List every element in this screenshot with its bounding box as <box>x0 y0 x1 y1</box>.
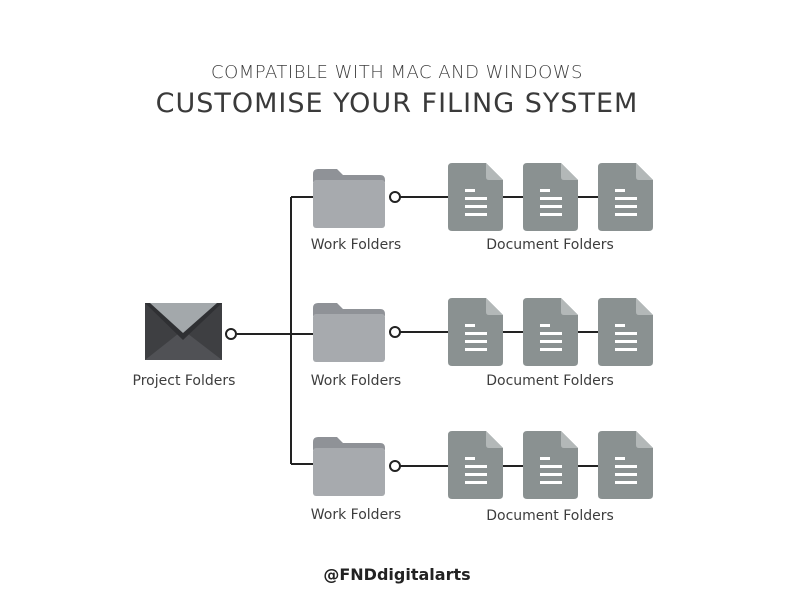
document-icon <box>448 431 503 499</box>
work-label-2: Work Folders <box>310 373 402 389</box>
work-connector-node-1 <box>389 191 401 203</box>
folder-icon <box>313 437 385 496</box>
doc-label-1: Document Folders <box>486 237 614 253</box>
page-title: CUSTOMISE YOUR FILING SYSTEM <box>155 88 639 119</box>
root-label: Project Folders <box>132 373 236 389</box>
document-icon <box>598 431 653 499</box>
doc-label-3: Document Folders <box>486 508 614 524</box>
social-handle: @FNDdigitalarts <box>323 565 471 584</box>
folder-icon <box>313 169 385 228</box>
doc-label-2: Document Folders <box>486 373 614 389</box>
connectors <box>237 196 599 467</box>
root-connector-node <box>225 328 237 340</box>
work-connector-node-2 <box>389 326 401 338</box>
envelope-icon <box>145 303 222 360</box>
document-icon <box>598 163 653 231</box>
document-icon <box>598 298 653 366</box>
work-label-1: Work Folders <box>310 237 402 253</box>
work-connector-node-3 <box>389 460 401 472</box>
document-icon <box>523 431 578 499</box>
folder-icon <box>313 303 385 362</box>
document-icon <box>448 163 503 231</box>
document-icon <box>448 298 503 366</box>
document-icon <box>523 298 578 366</box>
subtitle: COMPATIBLE WITH MAC AND WINDOWS <box>211 62 583 83</box>
document-icon <box>523 163 578 231</box>
work-label-3: Work Folders <box>310 507 402 523</box>
